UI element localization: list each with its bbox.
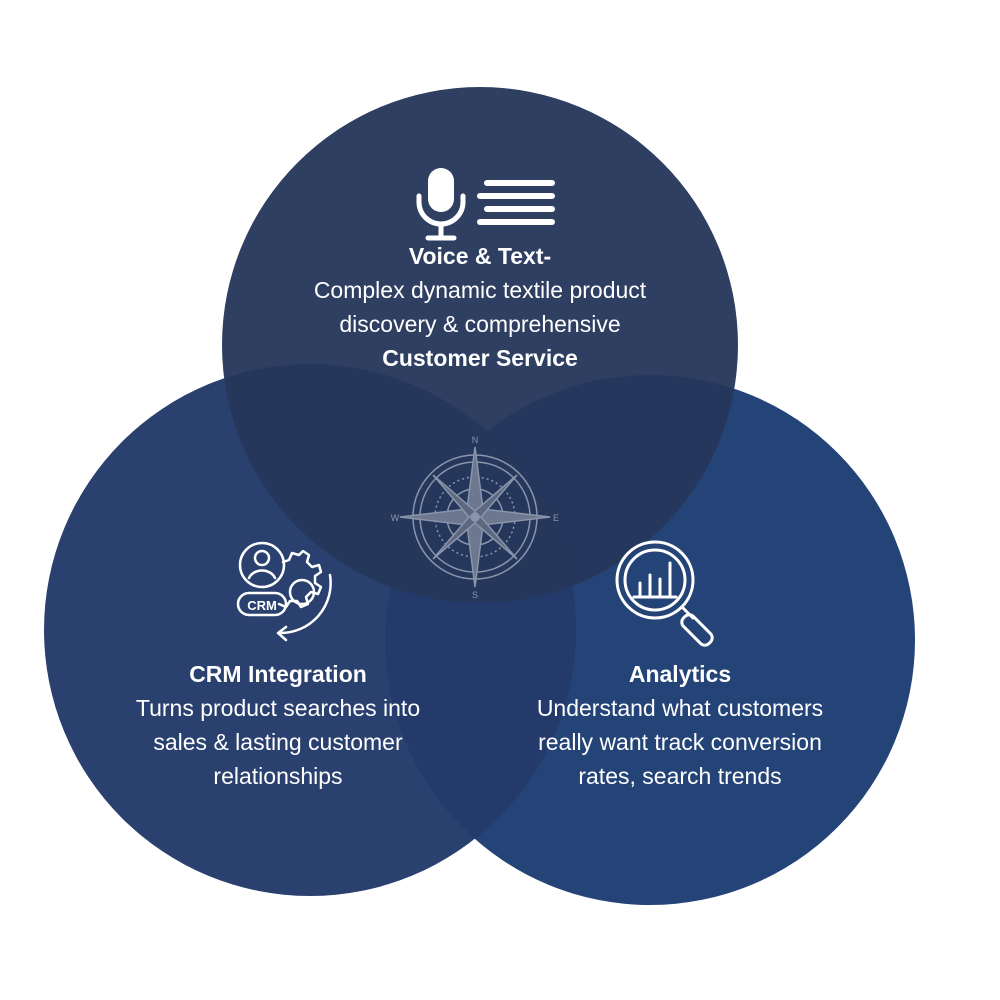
top-section-title: Voice & Text- [408, 243, 552, 269]
right-section: Analytics Understand what customers real… [470, 658, 890, 793]
compass-n-label: N [472, 435, 479, 445]
top-section-line-3: Customer Service [382, 345, 578, 371]
left-section: CRM Integration Turns product searches i… [68, 658, 488, 793]
right-section-line-3: rates, search trends [578, 763, 782, 789]
text-lines-icon [477, 180, 555, 225]
crm-icon-label: CRM [247, 598, 277, 613]
compass-s-label: S [472, 590, 478, 600]
left-section-title: CRM Integration [189, 661, 367, 687]
left-section-line-3: relationships [213, 763, 343, 789]
magnifier-bar-chart-icon [615, 540, 714, 647]
compass-w-label: W [391, 513, 400, 523]
compass-e-label: E [553, 513, 559, 523]
top-section: Voice & Text- Complex dynamic textile pr… [230, 240, 730, 375]
right-section-title: Analytics [628, 661, 732, 687]
microphone-icon [416, 168, 466, 241]
top-section-line-1: Complex dynamic textile product [313, 277, 647, 303]
compass-rose-icon [399, 446, 551, 588]
left-section-line-2: sales & lasting customer [153, 729, 403, 755]
crm-gear-icon [236, 541, 332, 642]
top-section-line-2: discovery & comprehensive [339, 311, 621, 337]
right-section-line-2: really want track conversion [538, 729, 822, 755]
right-section-line-1: Understand what customers [536, 695, 824, 721]
top-circle [222, 87, 738, 603]
left-section-line-1: Turns product searches into [135, 695, 421, 721]
